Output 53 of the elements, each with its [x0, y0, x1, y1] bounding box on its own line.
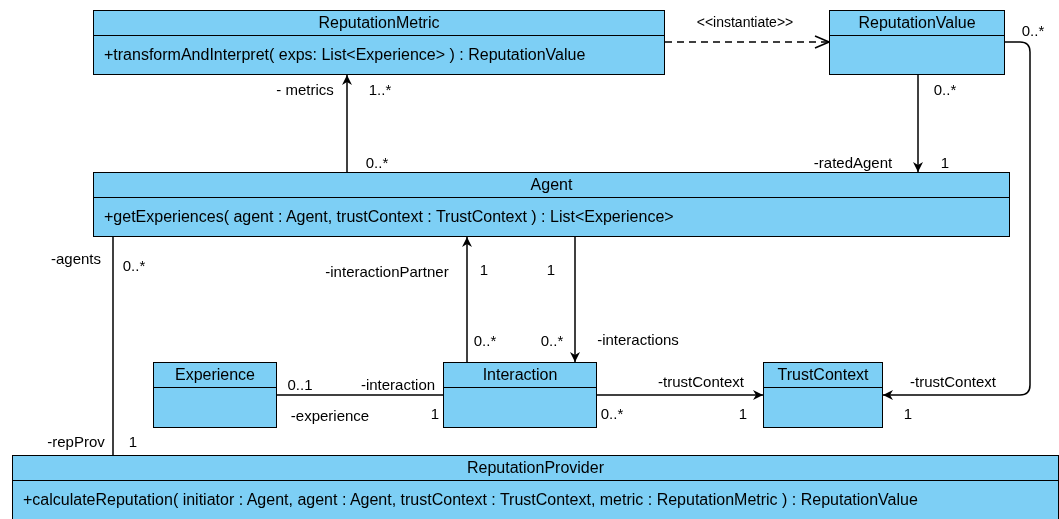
class-name: Experience — [174, 366, 255, 383]
class-box — [443, 362, 597, 428]
multiplicity-label: 0..* — [600, 404, 624, 422]
multiplicity-label: 1 — [546, 260, 556, 278]
multiplicity-label: 1 — [940, 153, 950, 171]
method-signature: +calculateReputation( initiator : Agent, agent : Agent, trustContext : TrustContext, metric : ReputationMetric ) : ReputationValue — [23, 491, 918, 508]
association-arrow — [342, 74, 352, 173]
class-name: ReputationValue — [858, 14, 976, 31]
edge-label: <<instantiate>> — [694, 14, 796, 30]
association-arrow — [570, 236, 580, 363]
class-name: ReputationProvider — [467, 459, 604, 476]
multiplicity-label: 1 — [430, 404, 440, 422]
method-signature: +transformAndInterpret( exps: List<Experience> ) : ReputationValue — [104, 46, 586, 63]
role-name: -trustContext — [910, 372, 996, 390]
multiplicity-label: 1..* — [368, 80, 392, 98]
class-name: Interaction — [482, 366, 558, 383]
role-name: -repProv — [47, 432, 105, 450]
multiplicity-label: 0..* — [122, 256, 146, 274]
association-arrow — [462, 236, 472, 363]
class-name: TrustContext — [777, 366, 869, 383]
multiplicity-label: 0..* — [1021, 21, 1045, 39]
association-arrow — [596, 390, 764, 400]
role-name: -ratedAgent — [813, 153, 893, 171]
multiplicity-label: 0..1 — [287, 375, 313, 393]
multiplicity-label: 1 — [738, 404, 748, 422]
multiplicity-label: 0..* — [933, 80, 957, 98]
dependency-arrow — [664, 35, 830, 49]
class-name: ReputationMetric — [318, 14, 440, 31]
multiplicity-label: 1 — [903, 404, 913, 422]
multiplicity-label: 1 — [479, 260, 489, 278]
role-name: -agents — [51, 249, 101, 267]
class-box — [153, 362, 277, 428]
role-name: -trustContext — [658, 372, 744, 390]
role-name: -interactionPartner — [325, 262, 449, 280]
association-line — [276, 394, 444, 396]
multiplicity-label: 1 — [128, 432, 138, 450]
class-box — [12, 455, 1059, 519]
class-box — [829, 10, 1005, 75]
class-box — [93, 10, 665, 75]
multiplicity-label: 0..* — [540, 331, 564, 349]
association-arrow — [913, 74, 923, 173]
role-name: - metrics — [276, 80, 334, 98]
multiplicity-label: 0..* — [473, 331, 497, 349]
class-box — [763, 362, 883, 428]
role-name: -experience — [290, 406, 370, 424]
role-name: -interactions — [597, 330, 679, 348]
class-box — [93, 172, 1010, 237]
role-name: -interaction — [360, 375, 436, 393]
association-arrow — [882, 41, 1031, 400]
association-line — [112, 236, 114, 456]
multiplicity-label: 0..* — [365, 153, 389, 171]
class-name: Agent — [530, 176, 573, 193]
method-signature: +getExperiences( agent : Agent, trustContext : TrustContext ) : List<Experience> — [104, 208, 674, 225]
